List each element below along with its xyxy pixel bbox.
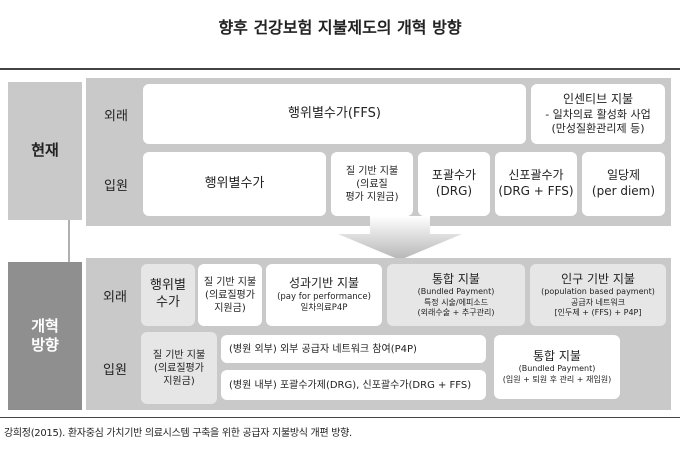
current-drg-l2: (DRG): [435, 184, 473, 198]
future-side-l2: 방향: [31, 336, 59, 354]
future-in-quality-l1: 질 기반 지불: [152, 349, 206, 361]
future-ffs-l2: 수가: [156, 295, 180, 310]
current-inpatient-ffs-box: 행위별수가: [143, 152, 326, 216]
population-subtitle: (population based payment): [541, 287, 655, 297]
bundled-subtitle: (Bundled Payment): [417, 287, 495, 297]
future-population-box: 인구 기반 지불 (population based payment) 공급자 …: [530, 264, 666, 326]
population-detail1: 공급자 네트워크: [570, 297, 626, 307]
future-out-quality-box: 질 기반 지불 (의료질평가 지원금): [198, 264, 262, 326]
in-bundled-detail: (입원 + 퇴원 후 관리 + 재입원): [502, 374, 612, 384]
current-ffs-box: 행위별수가(FFS): [143, 84, 526, 144]
future-out-quality-l2: (의료질평가: [205, 289, 255, 301]
current-per-diem-box: 일당제 (per diem): [582, 152, 665, 216]
current-inpatient-label: 입원: [104, 178, 128, 194]
future-inpatient-label: 입원: [103, 362, 127, 378]
current-new-drg-l2: (DRG + FFS): [498, 184, 574, 198]
current-outpatient-label: 외래: [104, 108, 128, 124]
future-in-bundled-box: 통합 지불 (Bundled Payment) (입원 + 퇴원 후 관리 + …: [494, 335, 620, 399]
transition-arrow: [338, 216, 462, 260]
incentive-line3: (만성질환관리제 등): [551, 121, 645, 135]
current-drg-box: 포괄수가 (DRG): [418, 152, 490, 216]
incentive-line2: - 일차의료 활성화 사업: [545, 107, 651, 121]
incentive-title: 인센티브 지불: [562, 91, 634, 106]
top-rule: [0, 68, 680, 70]
source-note: 강희정(2015). 환자중심 가치기반 의료시스템 구축을 위한 공급자 지불…: [4, 428, 352, 439]
future-in-quality-l3: 지원금): [163, 375, 195, 387]
future-side-l1: 개혁: [31, 316, 59, 335]
future-in-quality-box: 질 기반 지불 (의료질평가 지원금): [141, 332, 217, 404]
future-out-quality-l1: 질 기반 지불: [203, 276, 257, 288]
bundled-detail1: 특정 시술/에피소드: [423, 297, 489, 307]
bottom-rule: [0, 417, 680, 418]
future-bundled-box: 통합 지불 (Bundled Payment) 특정 시술/에피소드 (외래수술…: [387, 264, 525, 326]
in-bundled-title: 통합 지불: [533, 348, 581, 363]
future-external-box: (병원 외부) 외부 공급자 네트워크 참여(P4P): [221, 335, 486, 363]
diagram-title: 향후 건강보험 지불제도의 개혁 방향: [218, 18, 462, 37]
future-ffs-l1: 행위별: [150, 278, 186, 294]
current-per-diem-l1: 일당제: [606, 168, 641, 183]
population-title: 인구 기반 지불: [561, 271, 635, 286]
current-quality-box: 질 기반 지불 (의료질 평가 지원금): [331, 152, 413, 216]
current-per-diem-l2: (per diem): [591, 184, 656, 198]
current-side-text: 현재: [31, 141, 59, 160]
future-outpatient-label: 외래: [103, 289, 127, 305]
side-connector: [68, 220, 70, 262]
p4p-detail: 일차의료P4P: [300, 302, 348, 313]
current-quality-l2: (의료질: [356, 178, 388, 190]
p4p-subtitle: (pay for performance): [277, 291, 371, 302]
future-side-label: 개혁 방향: [8, 262, 82, 410]
current-incentive-box: 인센티브 지불 - 일차의료 활성화 사업 (만성질환관리제 등): [531, 84, 665, 144]
future-p4p-box: 성과기반 지불 (pay for performance) 일차의료P4P: [266, 264, 382, 326]
current-new-drg-l1: 신포괄수가: [508, 168, 564, 183]
p4p-title: 성과기반 지불: [288, 276, 360, 291]
future-in-quality-l2: (의료질평가: [154, 362, 204, 374]
current-quality-l1: 질 기반 지불: [345, 165, 399, 177]
current-new-drg-box: 신포괄수가 (DRG + FFS): [495, 152, 577, 216]
population-detail2: [인두제 + (FFS) + P4P]: [554, 307, 642, 317]
current-drg-l1: 포괄수가: [431, 168, 477, 183]
current-quality-l3: 평가 지원금): [345, 191, 399, 203]
current-side-label: 현재: [8, 82, 82, 220]
bundled-title: 통합 지불: [432, 271, 480, 286]
bundled-detail2: (외래수술 + 추구관리): [417, 307, 495, 317]
in-bundled-subtitle: (Bundled Payment): [518, 364, 596, 374]
future-ffs-box: 행위별 수가: [141, 264, 195, 326]
future-internal-box: (병원 내부) 포괄수가제(DRG), 신포괄수가(DRG + FFS): [221, 370, 486, 400]
future-out-quality-l3: 지원금): [214, 302, 246, 314]
